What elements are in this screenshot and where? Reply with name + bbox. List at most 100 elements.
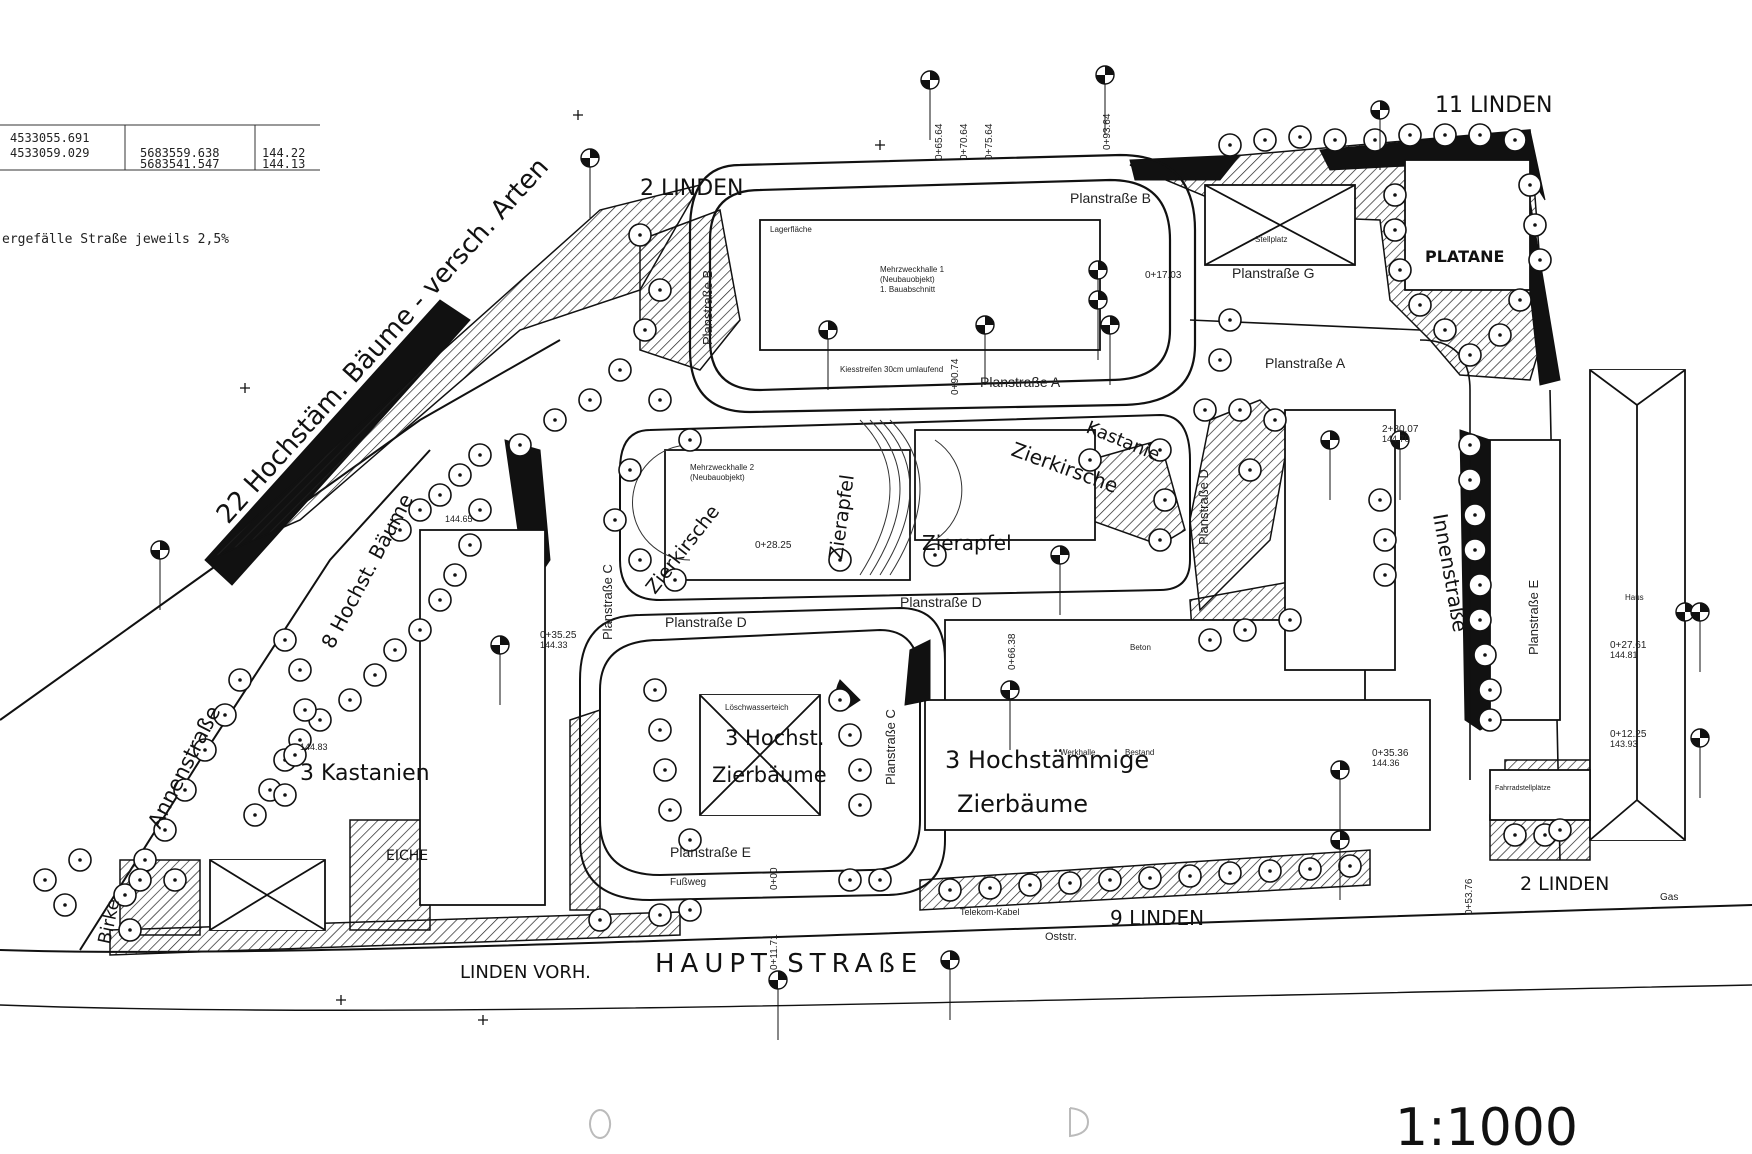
tree-center-dot <box>478 453 482 457</box>
hall2-building <box>664 449 911 581</box>
kastanie-courtyard <box>914 429 1096 541</box>
survey-marker-icon <box>1690 728 1710 798</box>
coord-z2: 144.13 <box>262 157 305 171</box>
station-s3: 0+70.64 <box>959 123 970 160</box>
survey-marker-icon <box>768 970 788 1040</box>
survey-marker-icon <box>1088 260 1108 330</box>
street-plan-d2: Planstraße D <box>900 594 982 610</box>
tree-center-dot <box>348 698 352 702</box>
street-plan-a-mid: Planstraße A <box>980 374 1061 390</box>
tree-center-dot <box>303 708 307 712</box>
tree-center-dot <box>253 813 257 817</box>
tree-center-dot <box>1228 143 1232 147</box>
survey-marker-icon <box>920 70 940 140</box>
tree-center-dot <box>688 838 692 842</box>
tree-center-dot <box>1513 833 1517 837</box>
station-s14: 0+53.76 <box>1464 878 1475 915</box>
label-haupt-strasse: HAUPT STRAßE <box>655 949 923 979</box>
tree-center-dot <box>688 908 692 912</box>
station-s1: 0+93.64 <box>1102 113 1113 150</box>
street-plan-e-vert: Planstraße E <box>1526 580 1541 655</box>
elev-e6: 144.33 <box>540 640 568 650</box>
tree-center-dot <box>1393 228 1397 232</box>
tree-center-dot <box>1518 298 1522 302</box>
tree-center-dot <box>1333 138 1337 142</box>
tree-center-dot <box>658 728 662 732</box>
elev-e7: 144.36 <box>1372 758 1400 768</box>
tree-center-dot <box>1308 867 1312 871</box>
tree-center-dot <box>638 558 642 562</box>
tree-center-dot <box>838 558 842 562</box>
tree-center-dot <box>418 508 422 512</box>
tree-center-dot <box>1163 498 1167 502</box>
tree-center-dot <box>878 878 882 882</box>
street-gas: Gas <box>1660 892 1678 903</box>
tree-center-dot <box>438 493 442 497</box>
building-labels: Mehrzweckhalle 1 (Neubauobjekt) 1. Bauab… <box>690 225 1644 792</box>
tree-center-dot <box>858 768 862 772</box>
tree-center-dot <box>1543 833 1547 837</box>
planstrasse-e-parking <box>1489 439 1561 721</box>
tree-center-dot <box>373 673 377 677</box>
tree-center-dot <box>398 528 402 532</box>
tree-center-dot <box>1468 353 1472 357</box>
survey-marker-icon <box>940 950 960 1020</box>
street-plan-c: Planstraße C <box>600 564 615 640</box>
station-s5: 0+17.03 <box>1145 270 1182 281</box>
bldg-kiesstreifen: Kiesstreifen 30cm umlaufend <box>840 365 943 374</box>
coord-y2: 5683541.547 <box>140 157 219 171</box>
coord-y1: 5683559.638 <box>140 146 219 160</box>
tree-center-dot <box>553 418 557 422</box>
scan-marks <box>589 1107 1090 1139</box>
tree-center-dot <box>1158 538 1162 542</box>
tree-center-dot <box>1533 223 1537 227</box>
tree-center-dot <box>1498 333 1502 337</box>
tree-center-dot <box>1473 548 1477 552</box>
tree-center-dot <box>1268 869 1272 873</box>
tree-center-dot <box>163 828 167 832</box>
tree-center-dot <box>1228 871 1232 875</box>
tree-center-dot <box>1378 498 1382 502</box>
street-plan-c2: Planstraße C <box>883 709 898 785</box>
slope-note: ergefälle Straße jeweils 2,5% <box>2 232 229 247</box>
tree-center-dot <box>283 638 287 642</box>
tree-center-dot <box>1383 538 1387 542</box>
label-3-hochst: 3 Hochst. <box>725 726 824 750</box>
tree-center-dot <box>848 733 852 737</box>
survey-marker-icon <box>1000 680 1020 750</box>
tree-center-dot <box>1488 688 1492 692</box>
label-linden-vorh: LINDEN VORH. <box>460 962 591 983</box>
tree-center-dot <box>1383 573 1387 577</box>
label-zierbaeume-b: Zierbäume <box>957 790 1088 818</box>
label-platane: PLATANE <box>1425 247 1504 266</box>
tree-center-dot <box>588 398 592 402</box>
survey-marker-icon <box>1095 65 1115 135</box>
label-scale: 1:1000 <box>1395 1098 1578 1154</box>
bldg-fahrrad: Fahrradstellplätze <box>1495 785 1551 792</box>
tree-center-dot <box>1483 653 1487 657</box>
tree-center-dot <box>613 518 617 522</box>
tree-center-dot <box>418 628 422 632</box>
street-labels: Planstraße B Planstraße B Planstraße A P… <box>600 190 1678 943</box>
tree-center-dot <box>1263 138 1267 142</box>
tree-center-dot <box>468 543 472 547</box>
label-2-linden-right: 2 LINDEN <box>1520 873 1609 895</box>
street-fussweg: Fußweg <box>670 877 706 888</box>
tree-center-dot <box>948 888 952 892</box>
label-zierbaeume-a: Zierbäume <box>712 763 827 787</box>
station-s10: 0+66.38 <box>1007 633 1018 670</box>
label-eiche: EICHE <box>386 848 428 864</box>
station-s6: 0+90.74 <box>950 358 961 395</box>
tree-center-dot <box>668 808 672 812</box>
tree-center-dot <box>663 768 667 772</box>
survey-marker-icon <box>1330 830 1350 900</box>
fahrrad-stellplatz <box>1489 769 1591 821</box>
coord-x2: 4533059.029 <box>10 146 89 160</box>
tree-center-dot <box>1478 583 1482 587</box>
bldg-hall1-sub: (Neubauobjekt) <box>880 275 935 284</box>
tree-center-dot <box>988 886 992 890</box>
hall1-building <box>759 219 1101 351</box>
tree-center-dot <box>1158 448 1162 452</box>
station-s7: 2+80.07 <box>1382 424 1419 435</box>
